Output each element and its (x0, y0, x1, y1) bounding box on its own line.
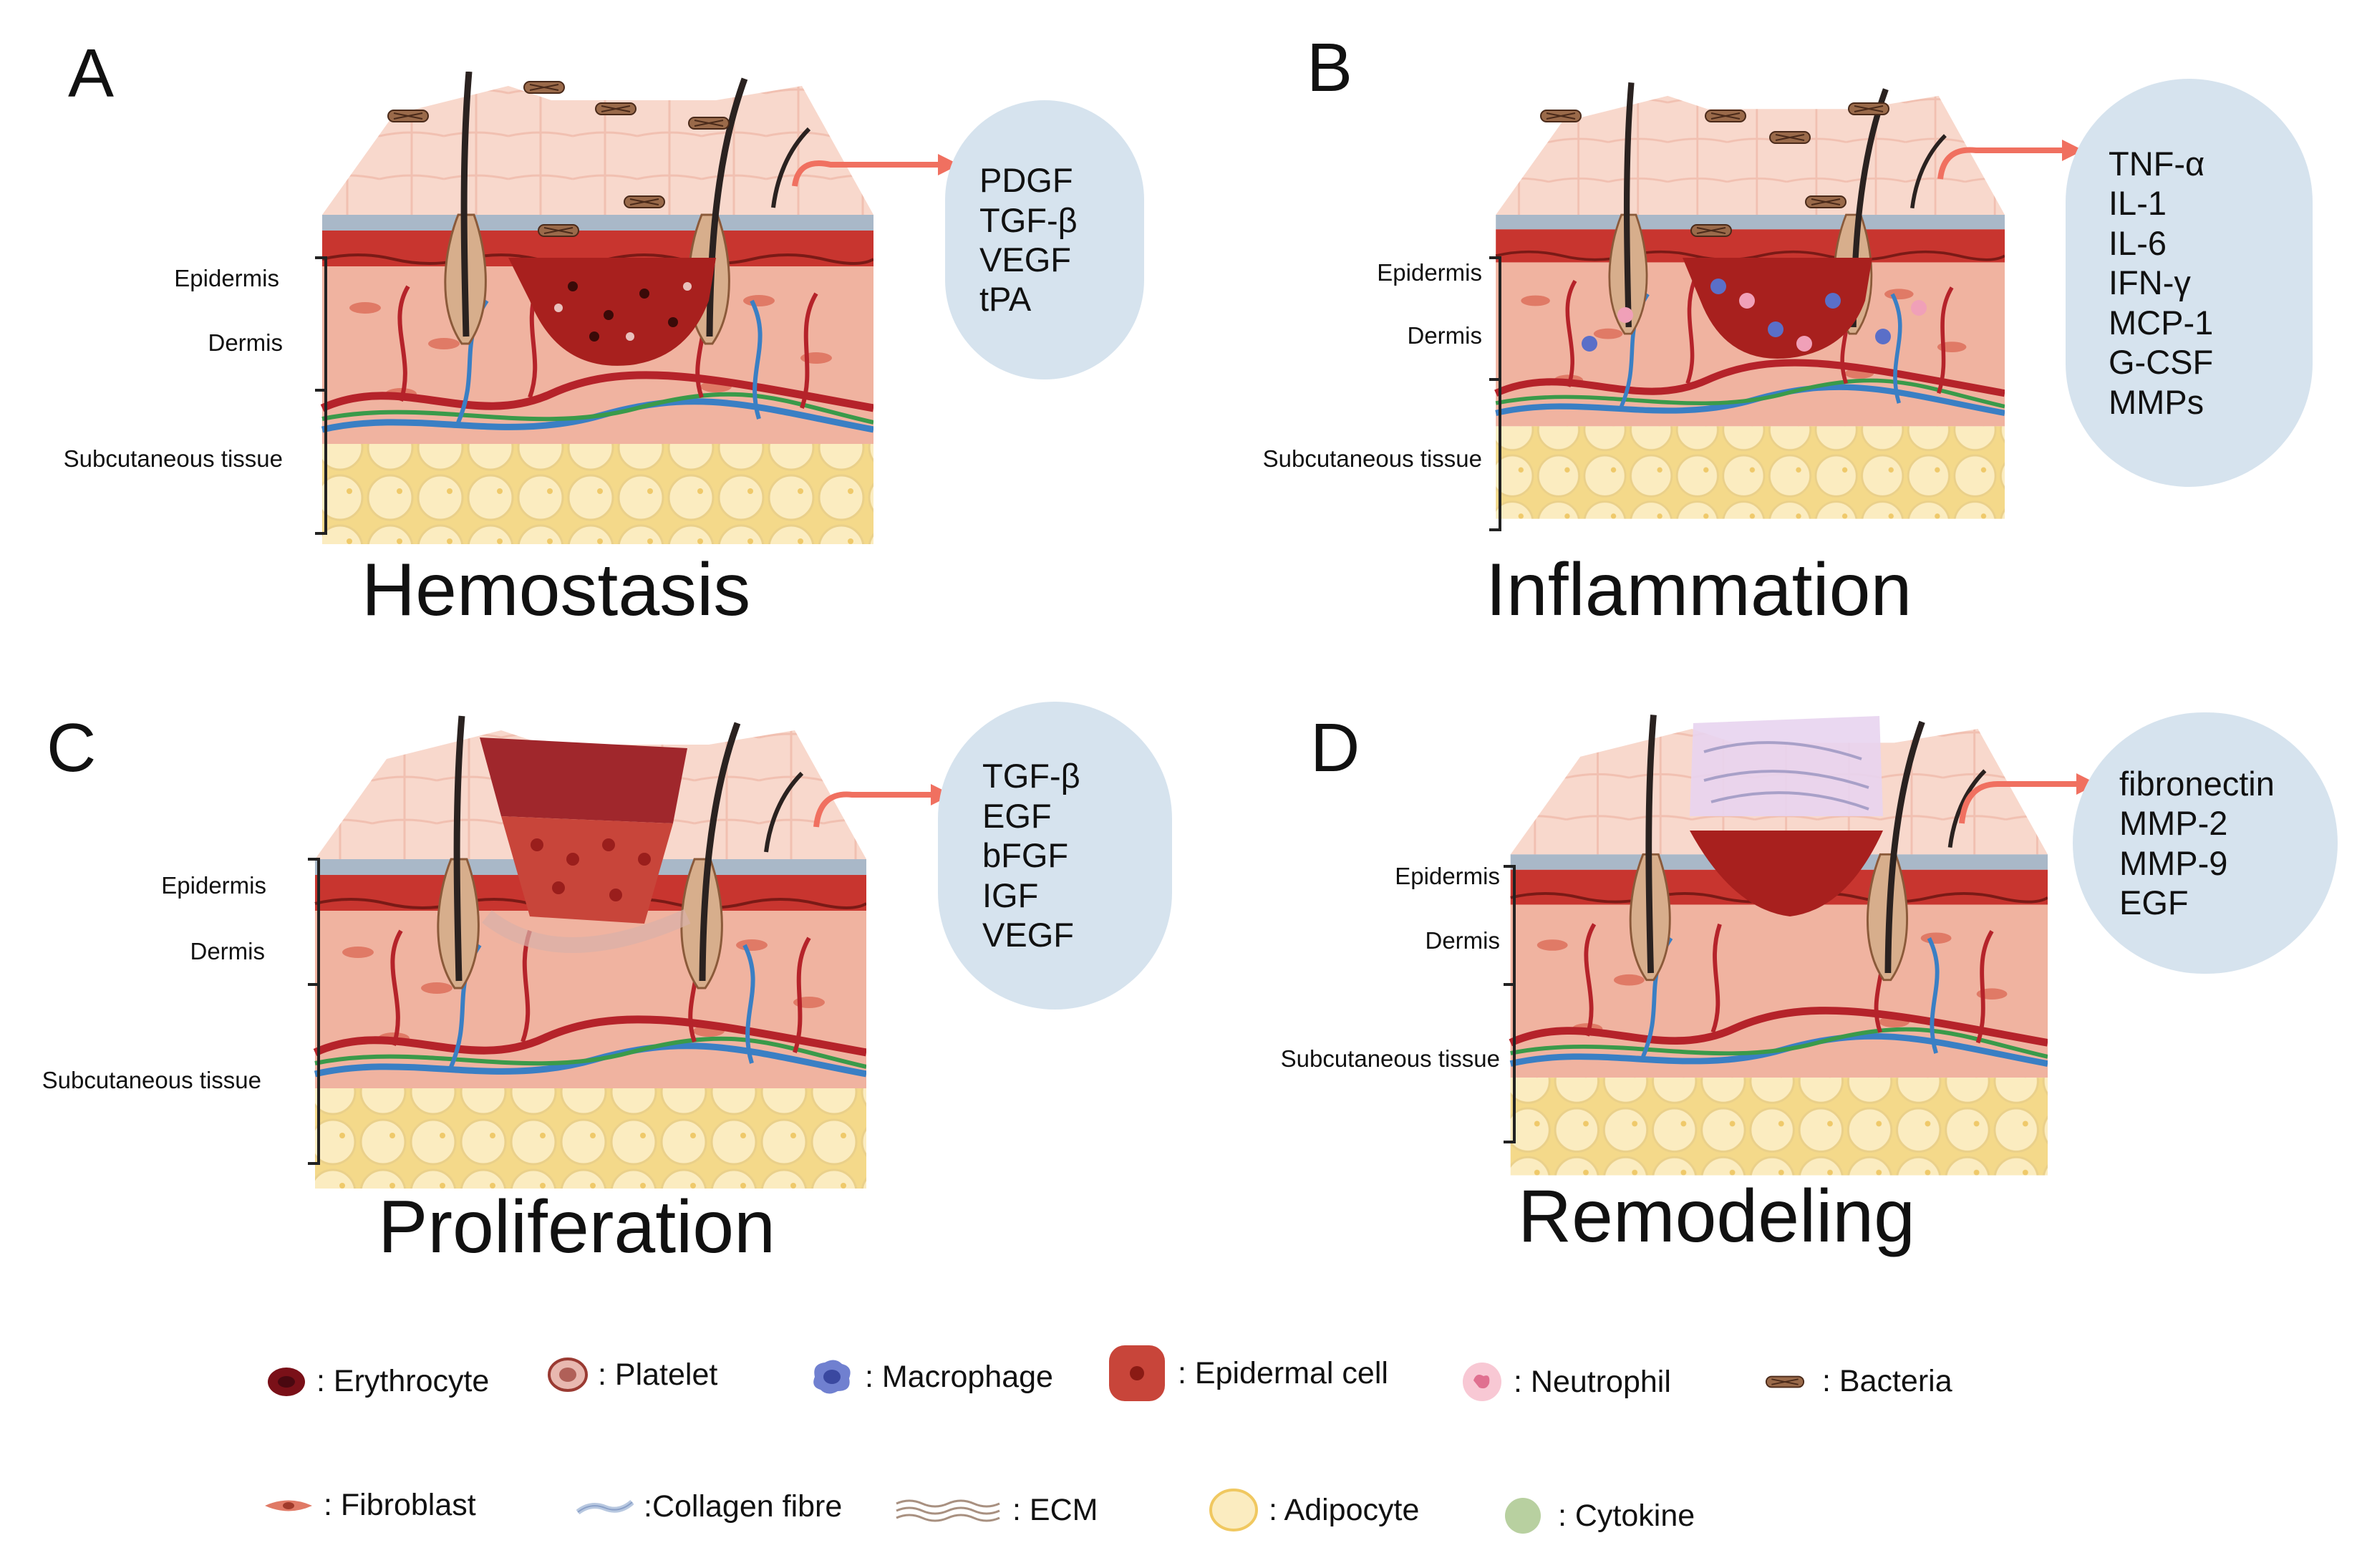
legend-item-collagen-fibre: :Collagen fibre (576, 1489, 842, 1524)
panel-letter: B (1307, 29, 1353, 106)
macrophage-icon (813, 1360, 851, 1394)
legend-item-epidermal-cell: : Epidermal cell (1106, 1342, 1388, 1404)
factor-label: EGF (982, 796, 1052, 835)
layer-label-dermis: Dermis (190, 938, 266, 964)
panel-letter: D (1310, 710, 1360, 786)
factor-label: IGF (982, 876, 1039, 914)
layer-label-epidermis: Epidermis (1377, 259, 1482, 286)
collagen-fibre-icon (576, 1499, 634, 1514)
factor-label: PDGF (979, 161, 1073, 200)
panel-inflammation: B Epidermis Dermis Subcutaneous tissue T… (1160, 0, 2313, 644)
stage-title: Remodeling (1518, 1175, 1915, 1258)
factor-label: MMP-9 (2119, 843, 2228, 882)
growth-factor-box: TGF-β EGF bFGF IGF VEGF (938, 702, 1172, 1010)
layer-label-subcutaneous: Subcutaneous tissue (1262, 445, 1482, 472)
adipocyte-icon (1209, 1489, 1258, 1531)
platelet-icon (548, 1358, 588, 1392)
factor-label: IL-6 (2109, 223, 2167, 262)
factor-label: IL-1 (2109, 184, 2167, 223)
ecm-icon (896, 1499, 1000, 1521)
layer-label-dermis: Dermis (208, 329, 284, 356)
layer-label-epidermis: Epidermis (174, 265, 279, 291)
legend-item-erythrocyte: : Erythrocyte (266, 1364, 489, 1399)
panel-remodeling: D Epidermis Dermis Subcutaneous tissue f… (1160, 666, 2338, 1310)
layer-label-subcutaneous: Subcutaneous tissue (1280, 1045, 1500, 1072)
legend-item-adipocyte: : Adipocyte (1209, 1488, 1419, 1532)
factor-label: fibronectin (2119, 764, 2275, 803)
bacteria-icon (1765, 1375, 1805, 1388)
legend-item-platelet: : Platelet (548, 1357, 717, 1393)
factor-label: TGF-β (982, 757, 1080, 795)
stage-title: Hemostasis (362, 548, 751, 631)
skin-diagram-inflammation (1489, 0, 2083, 531)
factor-label: VEGF (979, 241, 1071, 279)
growth-factor-box: PDGF TGF-β VEGF tPA (945, 100, 1144, 379)
legend-item-macrophage: : Macrophage (809, 1357, 1053, 1397)
factor-label: G-CSF (2109, 343, 2214, 382)
legend-item-fibroblast: : Fibroblast (263, 1488, 476, 1523)
legend-item-neutrophil: : Neutrophil (1461, 1360, 1671, 1403)
neutrophil-icon (1463, 1363, 1501, 1401)
skin-diagram-hemostasis (315, 0, 959, 573)
layer-label-subcutaneous: Subcutaneous tissue (63, 445, 283, 472)
factor-label: bFGF (982, 836, 1069, 875)
factor-label: EGF (2119, 883, 2189, 921)
cytokine-box: TNF-α IL-1 IL-6 IFN-γ MCP-1 G-CSF MMPs (2066, 79, 2313, 487)
layer-label-epidermis: Epidermis (1395, 863, 1500, 889)
factor-label: IFN-γ (2109, 263, 2191, 302)
factor-label: tPA (979, 280, 1032, 319)
panel-letter: A (68, 35, 115, 112)
stage-title: Proliferation (378, 1186, 775, 1269)
legend-item-ecm: : ECM (895, 1493, 1098, 1528)
factor-label: MMPs (2109, 382, 2204, 421)
stage-title: Inflammation (1486, 548, 1912, 631)
fibroblast-icon (265, 1500, 312, 1511)
epidermal-cell-icon (1109, 1345, 1165, 1401)
panel-hemostasis: A Epidermis Dermis Subcutaneous tissue P… (0, 0, 1144, 644)
legend-item-bacteria: : Bacteria (1765, 1364, 1952, 1399)
layer-label-dermis: Dermis (1407, 322, 1483, 349)
erythrocyte-icon (268, 1367, 305, 1396)
panel-letter: C (47, 710, 97, 786)
layer-label-subcutaneous: Subcutaneous tissue (42, 1067, 261, 1093)
factor-label: MMP-2 (2119, 804, 2228, 843)
panel-proliferation: C Epidermis Dermis Subcutaneous tissue T… (0, 666, 1172, 1310)
factor-label: VEGF (982, 916, 1074, 954)
skin-diagram-proliferation (308, 666, 952, 1239)
legend-item-cytokine: : Cytokine (1504, 1496, 1695, 1535)
factor-box: fibronectin MMP-2 MMP-9 EGF (2073, 712, 2338, 974)
factor-label: MCP-1 (2109, 303, 2214, 342)
layer-label-dermis: Dermis (1425, 927, 1501, 954)
skin-diagram-remodeling (1504, 666, 2098, 1239)
factor-label: TNF-α (2109, 144, 2205, 183)
cytokine-icon (1505, 1498, 1541, 1534)
factor-label: TGF-β (979, 200, 1078, 239)
layer-label-epidermis: Epidermis (161, 872, 266, 899)
